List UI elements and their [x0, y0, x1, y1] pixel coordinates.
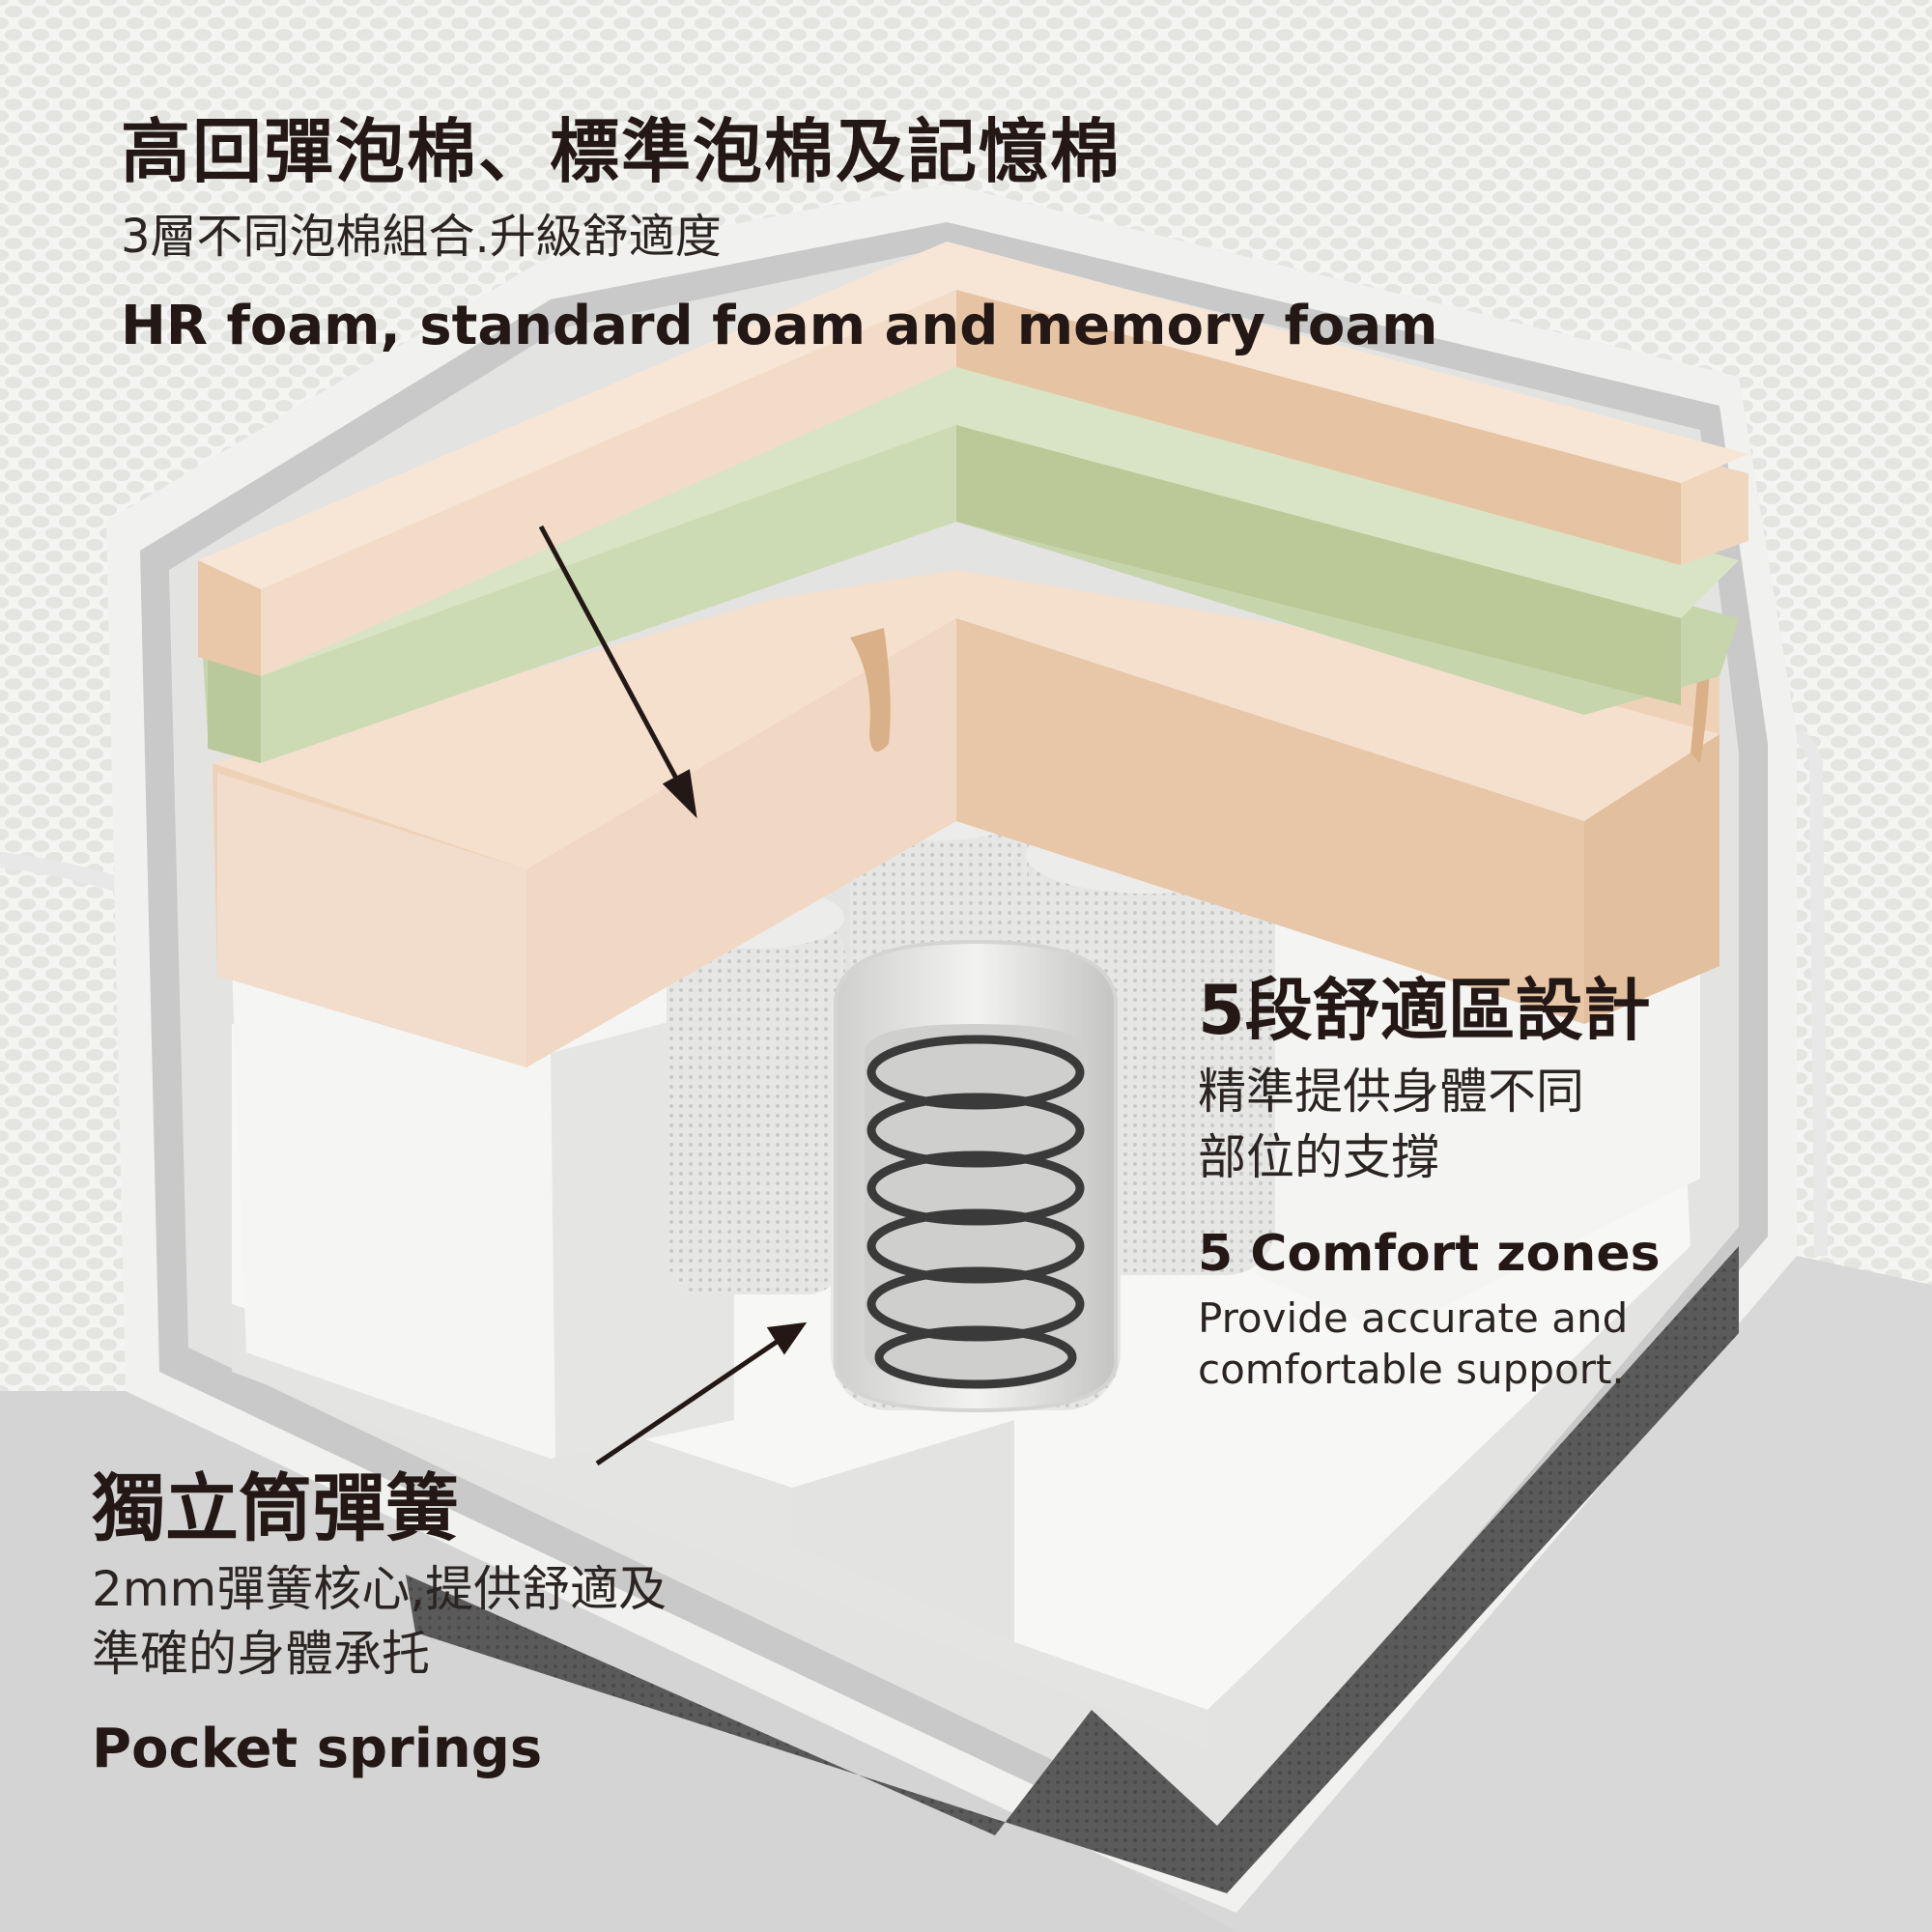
zones-desc-zh-line1: 精準提供身體不同 [1198, 1064, 1584, 1120]
arrow-foam-callout [538, 525, 697, 819]
zones-desc-zh-line2: 部位的支撐 [1198, 1129, 1439, 1185]
exposed-pocket-spring [834, 939, 1118, 1413]
springs-desc-zh-line2: 準確的身體承托 [92, 1626, 430, 1682]
zone-slit-right [1690, 667, 1710, 763]
springs-title-en: Pocket springs [92, 1718, 543, 1780]
foam-title-en: HR foam, standard foam and memory foam [121, 295, 1438, 357]
mattress-left-side [0, 522, 130, 1391]
floor-shadow-left [0, 1391, 1236, 1932]
mattress-right-side [1797, 734, 1932, 1285]
spring-coil [867, 1035, 1085, 1389]
zone-slit-left [850, 628, 891, 752]
zones-title-en: 5 Comfort zones [1198, 1225, 1661, 1283]
springs-desc-zh-line1: 2mm彈簧核心,提供舒適及 [92, 1561, 668, 1617]
memory-foam-layer [203, 348, 1739, 763]
right-piping [1792, 728, 1828, 1257]
bottom-mesh-layer [406, 1246, 1739, 1893]
zones-title-zh: 5段舒適區設計 [1198, 971, 1651, 1050]
hr-foam-layer [198, 242, 1748, 676]
arrow-spring-callout [595, 1321, 808, 1466]
standard-foam-layer [213, 570, 1719, 1067]
mattress-top-cover [0, 0, 1932, 753]
springs-title-zh: 獨立筒彈簧 [92, 1465, 459, 1551]
zones-desc-en-line2: comfortable support. [1198, 1346, 1625, 1393]
foam-title-zh: 高回彈泡棉、標準泡棉及記憶棉 [121, 111, 1122, 192]
zones-desc-en-line1: Provide accurate and [1198, 1294, 1629, 1342]
foam-desc-zh: 3層不同泡棉組合.升級舒適度 [121, 210, 722, 264]
